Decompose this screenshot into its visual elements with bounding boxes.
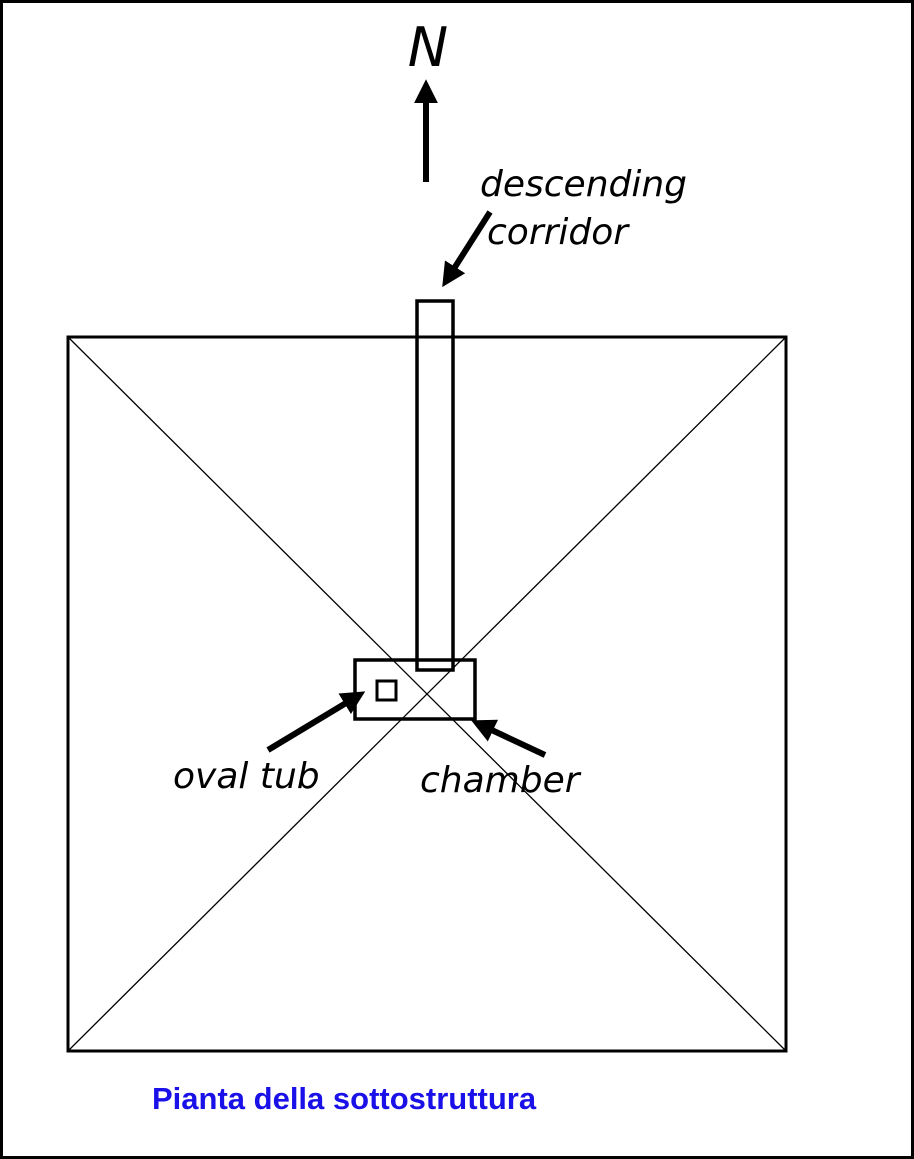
- corridor-label-line2: corridor: [487, 212, 630, 253]
- corridor-pointer-arrow: [442, 210, 493, 288]
- diagonal-line: [67, 336, 787, 1052]
- chamber-pointer-arrow: [471, 719, 547, 758]
- oval-tub: [375, 679, 398, 702]
- corridor-label-line1: descending: [480, 164, 687, 205]
- descending-corridor: [415, 299, 455, 672]
- oval-tub-label: oval tub: [173, 756, 320, 797]
- chamber-label: chamber: [420, 760, 582, 801]
- north-label: N: [408, 16, 448, 79]
- burial-chamber: [353, 658, 477, 721]
- caption: Pianta della sottostruttura: [152, 1081, 537, 1116]
- oval-tub-pointer-arrow: [266, 691, 366, 753]
- pyramid-base-outline: [66, 335, 788, 1053]
